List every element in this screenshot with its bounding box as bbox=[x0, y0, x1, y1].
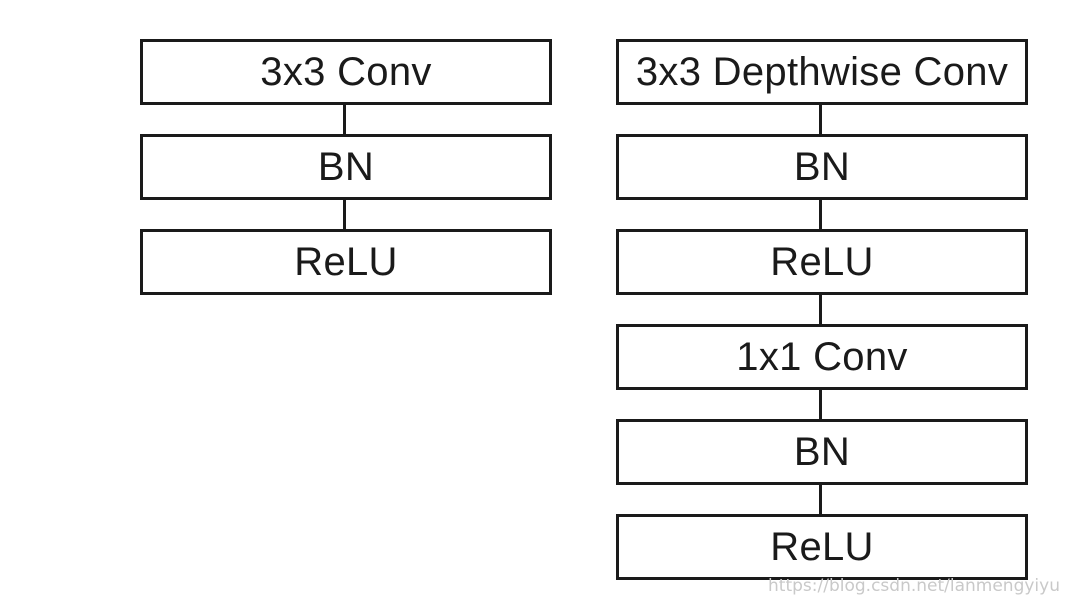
depthwise-separable-conv-column: 3x3 Depthwise Conv BN ReLU 1x1 Conv BN R… bbox=[616, 39, 1028, 580]
connector-line bbox=[819, 200, 822, 229]
batchnorm-block: BN bbox=[140, 134, 552, 200]
relu-block: ReLU bbox=[140, 229, 552, 295]
connector-line bbox=[343, 105, 346, 134]
connector-line bbox=[819, 295, 822, 324]
batchnorm-block: BN bbox=[616, 134, 1028, 200]
standard-conv-column: 3x3 Conv BN ReLU bbox=[140, 39, 552, 295]
batchnorm-block: BN bbox=[616, 419, 1028, 485]
relu-block: ReLU bbox=[616, 229, 1028, 295]
pointwise-conv-1x1-block: 1x1 Conv bbox=[616, 324, 1028, 390]
connector-line bbox=[819, 485, 822, 514]
watermark-text: https://blog.csdn.net/lanmengyiyu bbox=[768, 576, 1060, 596]
relu-block: ReLU bbox=[616, 514, 1028, 580]
connector-line bbox=[819, 105, 822, 134]
depthwise-conv-3x3-block: 3x3 Depthwise Conv bbox=[616, 39, 1028, 105]
conv-3x3-block: 3x3 Conv bbox=[140, 39, 552, 105]
connector-line bbox=[819, 390, 822, 419]
connector-line bbox=[343, 200, 346, 229]
